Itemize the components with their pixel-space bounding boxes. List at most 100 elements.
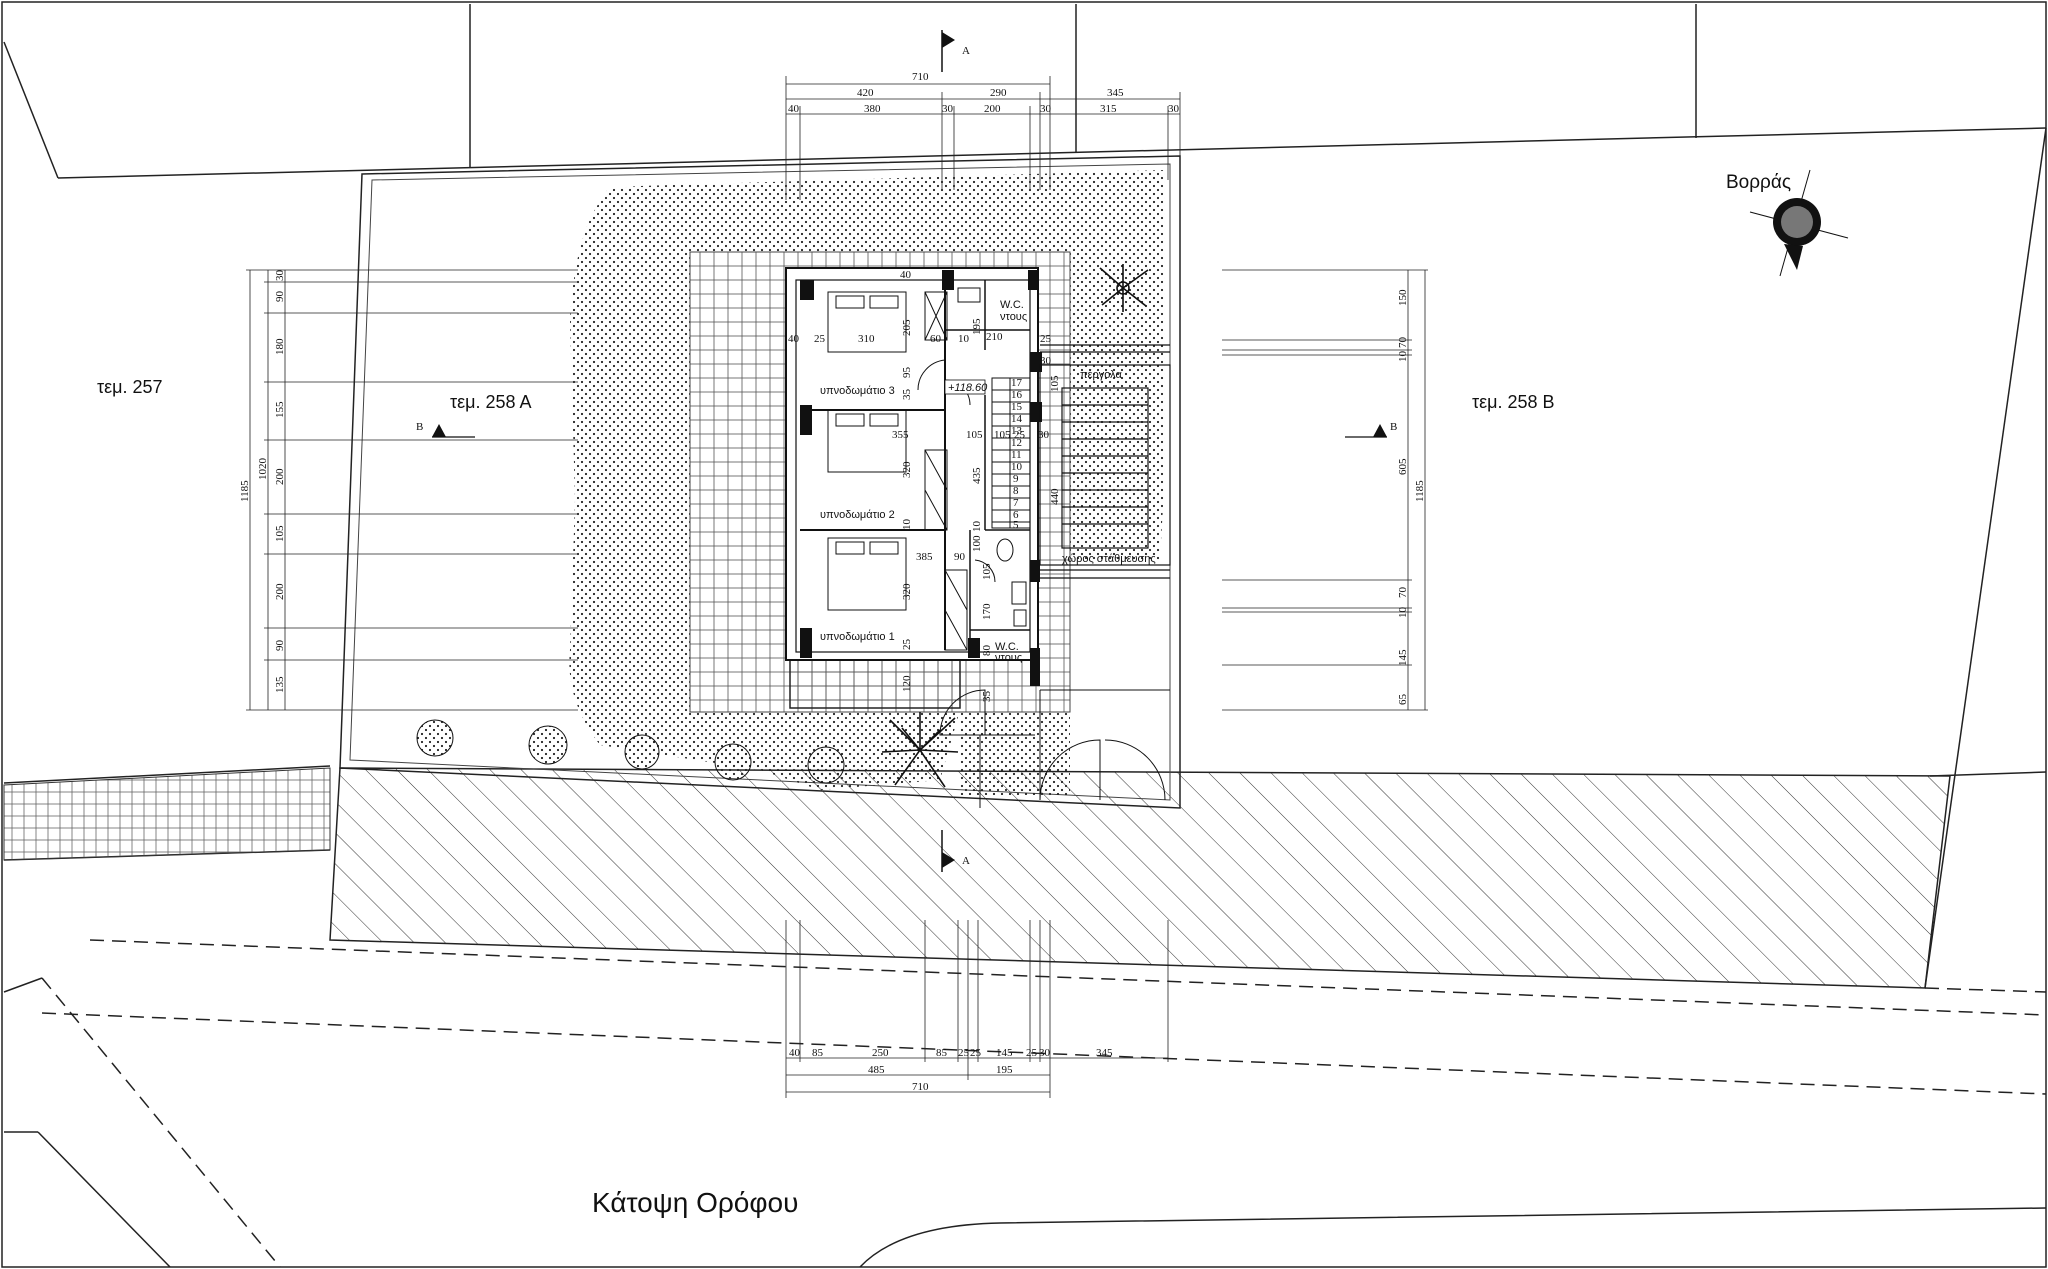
section-marker-b-left-icon — [432, 424, 475, 438]
interior-dimensions: 310 205 60 10 195 210 25 40 25 95 35 355… — [788, 269, 1061, 702]
stair-step-9: 9 — [1013, 473, 1019, 485]
dim-int-105a: 105 — [966, 429, 983, 441]
stair-step-7: 7 — [1013, 497, 1019, 509]
stair-step-17: 17 — [1011, 377, 1023, 389]
dim-bottom-85b: 85 — [936, 1047, 948, 1059]
dim-int-320a: 320 — [901, 461, 913, 478]
dim-int-25c: 25 — [1014, 429, 1026, 441]
stair-step-12: 12 — [1011, 437, 1022, 449]
dim-int-40b: 40 — [900, 269, 912, 281]
dim-bottom-250: 250 — [872, 1047, 889, 1059]
dim-top-30c: 30 — [1168, 103, 1180, 115]
stairs — [991, 377, 1031, 529]
dim-int-105c: 105 — [1049, 375, 1061, 392]
dim-top-420: 420 — [857, 87, 874, 99]
dim-int-170: 170 — [981, 603, 993, 620]
stair-step-10: 10 — [1011, 461, 1023, 473]
dim-bottom-85a: 85 — [812, 1047, 824, 1059]
section-label-a-bottom: A — [962, 855, 970, 867]
dim-right-65: 65 — [1397, 694, 1409, 706]
dim-int-105d: 105 — [981, 563, 993, 580]
room-label-wc-top: W.C. — [1000, 299, 1024, 311]
wardrobes — [924, 291, 968, 651]
balcony-tiles — [789, 659, 961, 709]
dim-int-320b: 320 — [901, 583, 913, 600]
dim-int-90: 90 — [954, 551, 966, 563]
dim-int-385: 385 — [916, 551, 933, 563]
dim-int-80: 80 — [981, 645, 993, 657]
dim-bottom-145: 145 — [996, 1047, 1013, 1059]
room-label-bedroom-2: υπνοδωμάτιο 2 — [820, 509, 895, 521]
dim-int-35a: 35 — [901, 389, 913, 401]
dim-top-40: 40 — [788, 103, 800, 115]
dim-bottom-195: 195 — [996, 1064, 1013, 1076]
dim-left-1020: 1020 — [257, 458, 269, 481]
dim-int-10b: 10 — [971, 521, 983, 533]
dim-left-200a: 200 — [274, 468, 286, 485]
dim-int-10a: 10 — [958, 333, 970, 345]
dim-right-150: 150 — [1397, 289, 1409, 306]
stair-step-14: 14 — [1011, 413, 1023, 425]
dim-int-25b: 25 — [814, 333, 826, 345]
dim-int-25a: 25 — [1040, 333, 1052, 345]
door-swings — [917, 359, 1170, 808]
level-label: +118.60 — [948, 382, 988, 394]
plot-boundary-258a — [339, 155, 1181, 809]
dim-int-30b: 30 — [1040, 355, 1052, 367]
dim-bottom-485: 485 — [868, 1064, 885, 1076]
plot-label-258b: τεμ. 258 Β — [1472, 392, 1555, 412]
dim-top-total: 710 — [912, 71, 929, 83]
room-label-bedroom-3: υπνοδωμάτιο 3 — [820, 385, 895, 397]
stair-step-11: 11 — [1011, 449, 1022, 461]
dimension-lines-top — [785, 76, 1181, 200]
dim-top-315: 315 — [1100, 103, 1117, 115]
level-box — [944, 379, 986, 395]
dim-int-40a: 40 — [788, 333, 800, 345]
dim-int-35b: 35 — [981, 691, 993, 703]
dim-int-60: 60 — [930, 333, 942, 345]
room-label-shower-top: ντους — [1000, 311, 1027, 323]
dimension-lines-right — [1222, 269, 1428, 711]
stair-step-15: 15 — [1011, 401, 1023, 413]
dim-int-105b: 105 — [994, 429, 1011, 441]
dim-bottom-25b: 25 — [970, 1047, 982, 1059]
dim-int-210: 210 — [986, 331, 1003, 343]
dim-right-10b: 10 — [1397, 607, 1409, 619]
section-marker-b-right-icon — [1345, 424, 1387, 438]
dimension-lines-left — [246, 269, 578, 711]
sidewalk-tiles — [3, 767, 331, 861]
dim-right-10a: 10 — [1397, 351, 1409, 363]
section-label-a-top: A — [962, 45, 970, 57]
dim-top-290: 290 — [990, 87, 1007, 99]
dim-top-380: 380 — [864, 103, 881, 115]
dim-bottom-25a: 25 — [958, 1047, 970, 1059]
room-label-shower-bottom: ντους — [995, 652, 1022, 664]
stair-step-5: 5 — [1013, 519, 1019, 531]
drawing-title: Κάτοψη Ορόφου — [592, 1187, 798, 1218]
dim-int-25d: 25 — [901, 639, 913, 651]
dim-left-90a: 90 — [274, 291, 286, 303]
dim-int-205: 205 — [901, 319, 913, 336]
dim-int-30a: 30 — [1038, 429, 1050, 441]
dim-left-105: 105 — [274, 525, 286, 542]
plot-boundary-inner — [349, 163, 1171, 801]
stair-step-13: 13 — [1011, 425, 1023, 437]
dim-top-30b: 30 — [1040, 103, 1052, 115]
tree-icon — [1099, 264, 1149, 312]
dim-bottom-25c: 25 — [1026, 1047, 1038, 1059]
dim-right-145: 145 — [1397, 649, 1409, 666]
dim-int-195: 195 — [971, 318, 983, 335]
section-flag-top-icon — [941, 30, 955, 72]
stair-step-numbers: 17 16 15 14 13 12 11 10 9 8 7 6 5 — [1011, 377, 1023, 531]
room-label-parking: χώρος στάθμευσης — [1062, 553, 1156, 565]
dim-int-435: 435 — [971, 467, 983, 484]
section-label-b-left: B — [416, 421, 423, 433]
wc-fixtures — [957, 287, 1027, 627]
room-label-wc-bottom: W.C. — [995, 641, 1019, 653]
dim-right-70a: 70 — [1397, 337, 1409, 349]
dim-left-90b: 90 — [274, 640, 286, 652]
section-flag-bottom-icon — [941, 830, 955, 872]
dim-int-95: 95 — [901, 367, 913, 379]
dim-bottom-total: 710 — [912, 1081, 929, 1093]
